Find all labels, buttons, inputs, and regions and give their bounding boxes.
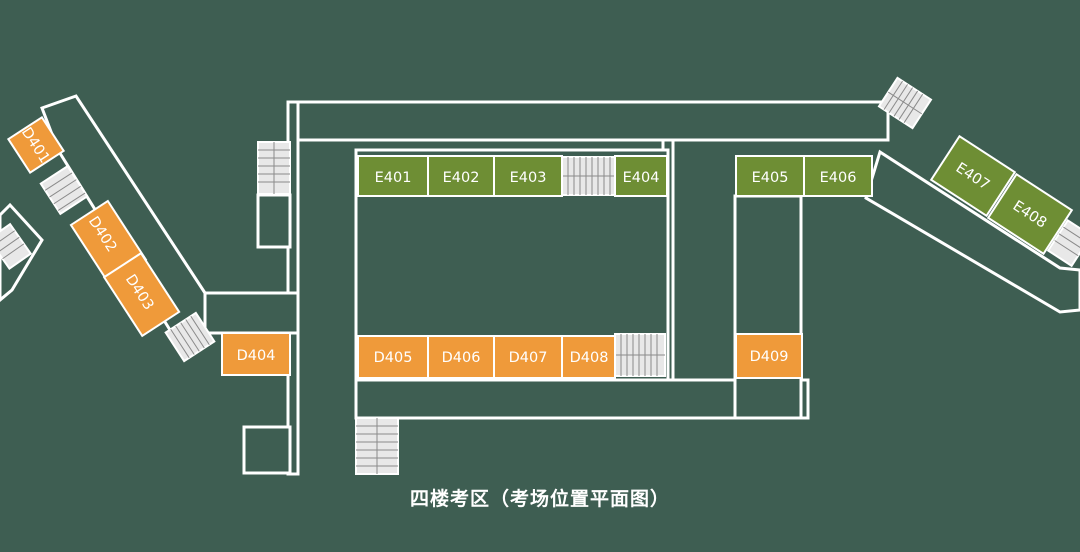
stairs-left-top [257,141,291,195]
stairs-left-wing-b [164,311,216,363]
room-d407[interactable] [493,335,563,379]
stairs-group [0,76,1080,475]
room-d403[interactable] [102,251,181,338]
room-e403[interactable] [493,155,563,197]
stairs-middle-top [561,156,617,196]
stairs-left-wing-a [39,164,89,216]
label-e405: E405 [752,170,789,186]
label-e402: E402 [443,170,480,186]
floor-plan-caption: 四楼考区（考场位置平面图） [409,488,670,510]
left-vertical-corridor [286,100,300,476]
room-e404[interactable] [614,155,668,197]
small-room-lower [242,425,292,475]
right-vertical-corridor [733,194,803,420]
bottom-corridor [354,378,810,420]
left-spur-corridor [203,291,300,335]
stairs-bottom-left [355,417,399,475]
stairs-right-end [1046,218,1080,268]
label-d406: D406 [442,350,481,366]
label-e404: E404 [623,170,660,186]
stairs-far-left [0,222,33,270]
room-e406[interactable] [803,155,873,197]
room-d401[interactable] [6,115,66,175]
small-room-upper [256,193,292,249]
room-e407[interactable] [929,134,1017,218]
label-d408: D408 [570,350,609,366]
label-e401: E401 [375,170,412,186]
label-d407: D407 [509,350,548,366]
label-d404: D404 [237,348,276,364]
room-d404[interactable] [221,332,291,376]
room-e408[interactable] [986,172,1074,256]
room-e402[interactable] [427,155,495,197]
label-d405: D405 [374,350,413,366]
label-d409: D409 [750,349,789,365]
label-e406: E406 [820,170,857,186]
rooms [6,115,1074,379]
stairs-middle-bottom [614,333,666,377]
room-d409[interactable] [735,333,803,379]
room-d408[interactable] [561,335,616,379]
label-e403: E403 [510,170,547,186]
top-corridor [286,100,890,142]
right-wing-corridor [864,149,1080,314]
stairs-right-top [877,76,933,130]
